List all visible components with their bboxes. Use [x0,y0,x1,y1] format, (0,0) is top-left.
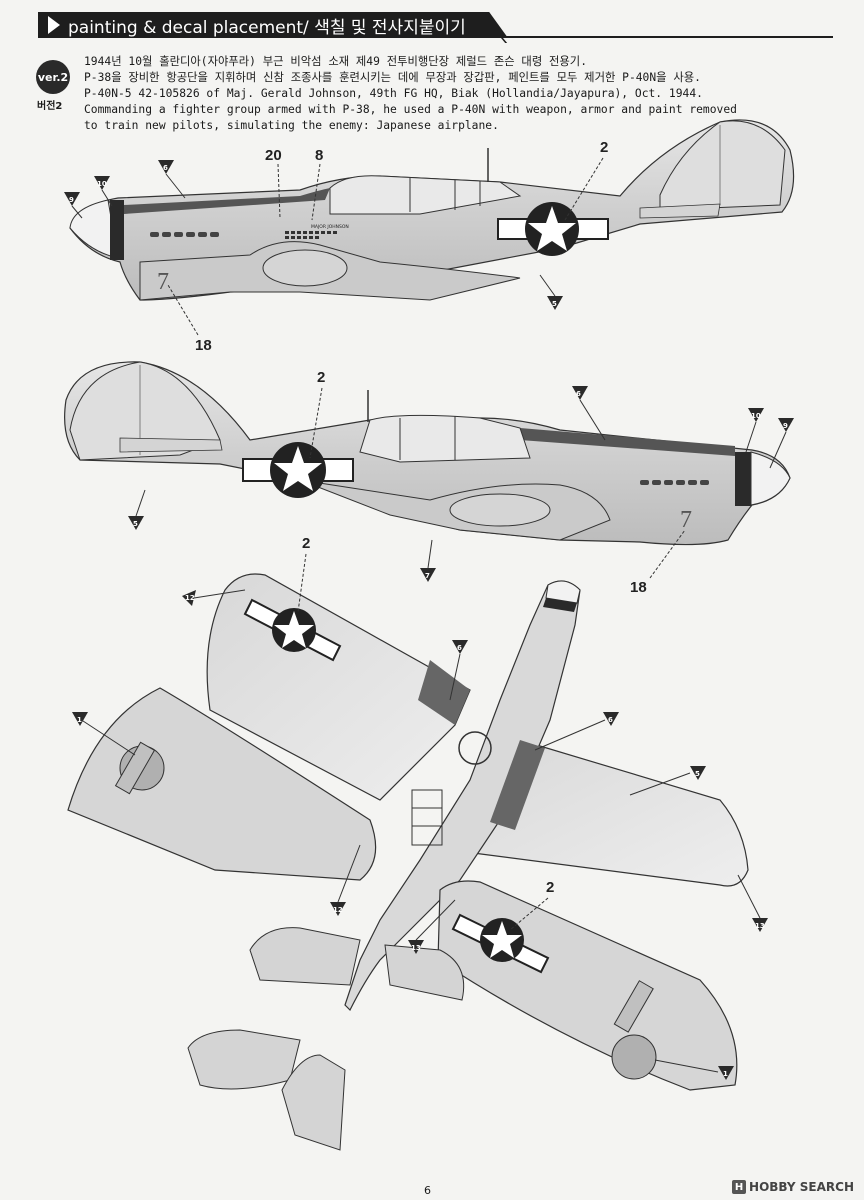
exhaust-stacks [150,232,219,237]
version-badge: ver.2 [36,60,70,94]
national-insignia-right [242,442,354,498]
callout-12-label-b: 12 [333,906,343,914]
callout-triangles-top [64,160,563,310]
callout-6-label-second: 6 [576,390,581,398]
fuselage-number: 7 [157,269,169,295]
header-rule [505,36,833,38]
hobby-search-logo-icon: H [732,1180,747,1194]
right-profile-view: 7 2 18 6 10 9 5 7 [64,361,794,596]
description-line: P-40N-5 42-105826 of Maj. Gerald Johnson… [84,87,703,100]
id-band-right [490,740,545,830]
callout-18-right: 18 [630,579,647,596]
watermark-text: HOBBY SEARCH [749,1180,854,1194]
callout-2-plan-lower: 2 [546,879,554,896]
section-header-bar [38,12,508,38]
callout-6-label-plan-a: 6 [457,644,462,652]
canopy [329,175,522,215]
callout-2-right: 2 [317,369,325,386]
national-insignia-left [497,202,609,256]
page-number: 6 [424,1184,431,1197]
national-insignia-lower-wing [451,913,550,974]
callout-triangles-second [128,386,794,582]
callout-2-plan-upper: 2 [302,535,310,552]
pilot-name-marking: MAJOR JOHNSON [311,224,349,230]
callout-9-label-second: 9 [783,422,788,430]
victory-marks [285,231,337,239]
description-line: P-38을 장비한 항공단을 지휘하며 신참 조종사를 훈련시키는 데에 무장과… [84,71,701,84]
callout-5-label-plan: 5 [695,770,700,778]
section-title: painting & decal placement/ 색칠 및 전사지붙이기 [68,18,466,38]
callout-2: 2 [600,139,608,156]
plan-view: 2 2 12 1 6 6 5 12 13 [67,535,768,1151]
callout-13-label-a: 13 [411,944,421,952]
callout-6-label-plan-b: 6 [608,716,613,724]
spinner-band-right [735,452,751,506]
description-line: Commanding a fighter group armed with P-… [84,103,737,116]
fuselage-number-right: 7 [680,507,692,533]
watermark-logo: H HOBBY SEARCH [732,1180,854,1194]
national-insignia-upper-wing [243,598,342,662]
callout-18: 18 [195,337,212,354]
anti-glare-panel-right [520,428,735,456]
spinner-band [110,200,124,260]
arrow-right-icon [48,16,60,34]
callout-9-label: 9 [69,196,74,204]
callout-8: 8 [315,147,323,164]
lower-wing-left [67,687,377,881]
callout-12-label-a: 12 [185,594,195,602]
left-profile-view: 7 MAJOR JOHNSON 20 8 2 18 [64,119,795,354]
version-sub-label: 버전2 [37,101,63,112]
callout-10-label: 10 [97,180,107,188]
callout-1-label-b: 1 [723,1070,728,1078]
callout-5-label-second: 5 [133,520,138,528]
id-band-left [418,660,470,725]
callout-1-label-a: 1 [77,716,82,724]
callout-7-label: 7 [425,572,430,580]
callout-10-label-second: 10 [751,412,761,420]
callout-13-label-b: 13 [755,922,765,930]
anti-glare-panel [124,188,330,214]
lower-wing-right [437,880,738,1091]
scheme-description: 1944년 10월 홀란디아(자야푸라) 부근 비악섬 소재 제49 전투비행단… [84,54,804,134]
callout-20: 20 [265,147,282,164]
callout-5-label: 5 [552,300,557,308]
callout-triangles-plan [72,589,768,1080]
description-line: to train new pilots, simulating the enem… [84,119,499,132]
callout-6-label: 6 [163,164,168,172]
description-line: 1944년 10월 홀란디아(자야푸라) 부근 비악섬 소재 제49 전투비행단… [84,55,587,68]
tail-fin [659,120,786,211]
